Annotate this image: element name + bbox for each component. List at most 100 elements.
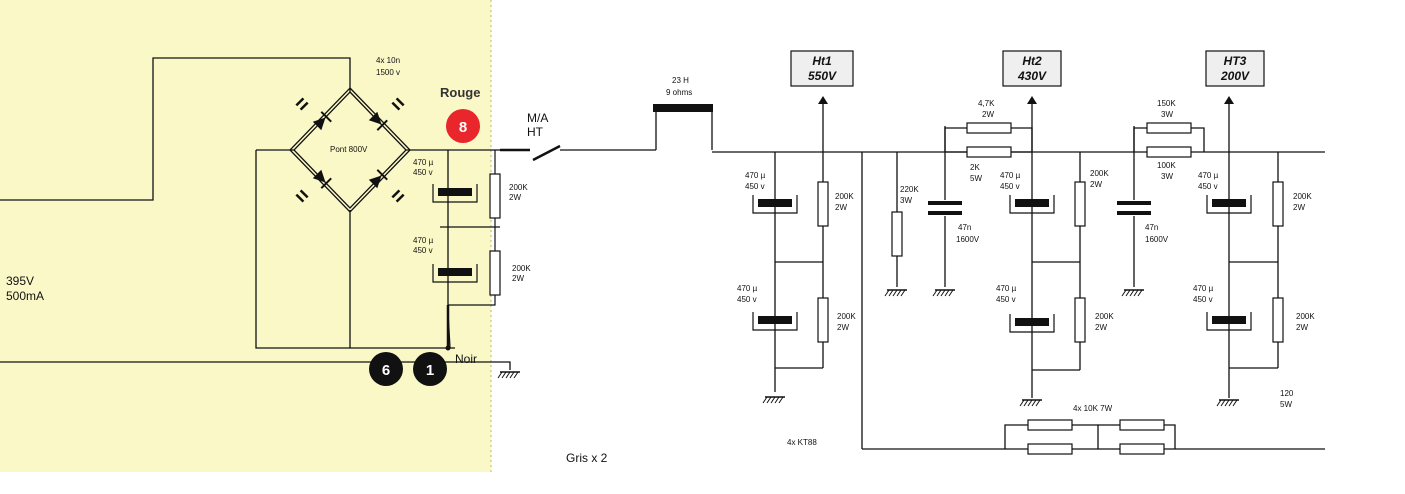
ground-icon xyxy=(1019,399,1043,407)
cap-rating: 1600V xyxy=(956,235,980,244)
bleeder-resistor xyxy=(891,211,903,257)
cap-rating: 450 v xyxy=(745,182,765,191)
resistor-rating: 2W xyxy=(509,193,521,202)
cap-rating: 450 v xyxy=(413,246,433,255)
resistor-rating: 2W xyxy=(1090,180,1102,189)
svg-text:8: 8 xyxy=(459,119,467,136)
series-resistor xyxy=(966,122,1012,134)
cap-rating: 450 v xyxy=(1198,182,1218,191)
bleeder-resistor xyxy=(817,297,829,343)
resistor-rating: 3W xyxy=(1161,110,1173,119)
cap-value: 470 µ xyxy=(996,284,1017,293)
output-box-ht2: Ht2 430V xyxy=(1002,50,1062,87)
ground-icon xyxy=(497,371,521,379)
ht-rail xyxy=(712,151,1325,450)
wire-badge-6: 6 xyxy=(369,352,403,386)
cap-value: 470 µ xyxy=(1198,171,1219,180)
resistor-value: 200K xyxy=(1095,312,1114,321)
cap-rating: 450 v xyxy=(737,295,757,304)
bridge-rectifier xyxy=(289,87,411,213)
wire-badge-1: 1 xyxy=(413,352,447,386)
cap-value: 47n xyxy=(1145,223,1158,232)
cap-rating: 1600V xyxy=(1145,235,1169,244)
bleeder-resistor xyxy=(1272,181,1284,227)
tube-label: 4x KT88 xyxy=(787,438,817,447)
ground-icon xyxy=(762,396,786,404)
svg-text:6: 6 xyxy=(382,362,390,379)
ground-icon xyxy=(932,289,956,297)
svg-text:Ht2: Ht2 xyxy=(1022,54,1042,68)
series-resistor xyxy=(1146,122,1192,134)
resistor-value: 200K xyxy=(1296,312,1315,321)
resistor-value: 200K xyxy=(1293,192,1312,201)
series-resistor xyxy=(966,146,1012,158)
resistor-value: 100K xyxy=(1157,161,1176,170)
transformer-panel xyxy=(0,0,491,472)
resistor-rating: 2W xyxy=(982,110,994,119)
resistor-rating: 3W xyxy=(1161,172,1173,181)
resistor-rating: 2W xyxy=(1095,323,1107,332)
coupling-capacitor xyxy=(1117,201,1151,215)
resistor-value: 150K xyxy=(1157,99,1176,108)
resistor-value: 200K xyxy=(512,264,531,273)
cap-rating: 450 v xyxy=(413,168,433,177)
svg-text:550V: 550V xyxy=(808,69,837,83)
bleeder-resistor xyxy=(1074,181,1086,227)
ground-icon xyxy=(1121,289,1145,297)
cap-value: 470 µ xyxy=(413,158,434,167)
ground-icon xyxy=(884,289,908,297)
resistor-value: 200K xyxy=(1090,169,1109,178)
cap-value: 470 µ xyxy=(737,284,758,293)
output-box-ht1: Ht1 550V xyxy=(790,50,854,87)
svg-text:430V: 430V xyxy=(1017,69,1047,83)
resistor-rating: 2W xyxy=(512,274,524,283)
bleeder-resistor xyxy=(817,181,829,227)
cap-value: 470 µ xyxy=(1193,284,1214,293)
resistor-value: 4,7K xyxy=(978,99,995,108)
secondary-wiring xyxy=(0,57,511,370)
rouge-label: Rouge xyxy=(440,85,480,100)
resistor-rating: 3W xyxy=(900,196,912,205)
snubber-caps-rating: 1500 v xyxy=(376,68,400,77)
choke-inductance: 23 H xyxy=(672,76,689,85)
ht-switch xyxy=(500,144,656,162)
output-box-ht3: HT3 200V xyxy=(1205,50,1265,87)
svg-text:200V: 200V xyxy=(1220,69,1250,83)
bleeder-resistor xyxy=(489,250,501,296)
cap-value: 470 µ xyxy=(413,236,434,245)
switch-label-ht: HT xyxy=(527,125,544,139)
resistor-rating: 5W xyxy=(970,174,982,183)
switch-label: M/A xyxy=(527,111,548,125)
resistor-rating: 2W xyxy=(1296,323,1308,332)
resistor-rating: 5W xyxy=(1280,400,1292,409)
bleeder-resistor xyxy=(1272,297,1284,343)
cap-rating: 450 v xyxy=(1193,295,1213,304)
resistor-value: 200K xyxy=(509,183,528,192)
cap-value: 470 µ xyxy=(745,171,766,180)
resistor-rating: 2W xyxy=(835,203,847,212)
noir-label: Noir xyxy=(455,352,477,366)
cathode-resistor xyxy=(1027,443,1073,455)
bleeder-resistor xyxy=(489,173,501,219)
gris-label: Gris x 2 xyxy=(566,451,608,465)
secondary-voltage: 395V xyxy=(6,274,34,288)
svg-text:Ht1: Ht1 xyxy=(812,54,832,68)
cap-rating: 450 v xyxy=(1000,182,1020,191)
resistor-value: 220K xyxy=(900,185,919,194)
resistor-value: 2K xyxy=(970,163,980,172)
wire-badge-red: 8 xyxy=(446,109,480,143)
resistor-rating: 2W xyxy=(837,323,849,332)
ground-icon xyxy=(1216,399,1240,407)
snubber-caps-label: 4x 10n xyxy=(376,56,400,65)
resistor-value: 120 xyxy=(1280,389,1294,398)
resistor-rating: 2W xyxy=(1293,203,1305,212)
cap-value: 47n xyxy=(958,223,971,232)
cap-value: 470 µ xyxy=(1000,171,1021,180)
cathode-resistor xyxy=(1027,419,1073,431)
choke-resistance: 9 ohms xyxy=(666,88,692,97)
coupling-capacitor xyxy=(928,201,962,215)
svg-text:1: 1 xyxy=(426,362,434,379)
choke-inductor xyxy=(653,104,713,150)
resistor-value: 200K xyxy=(835,192,854,201)
